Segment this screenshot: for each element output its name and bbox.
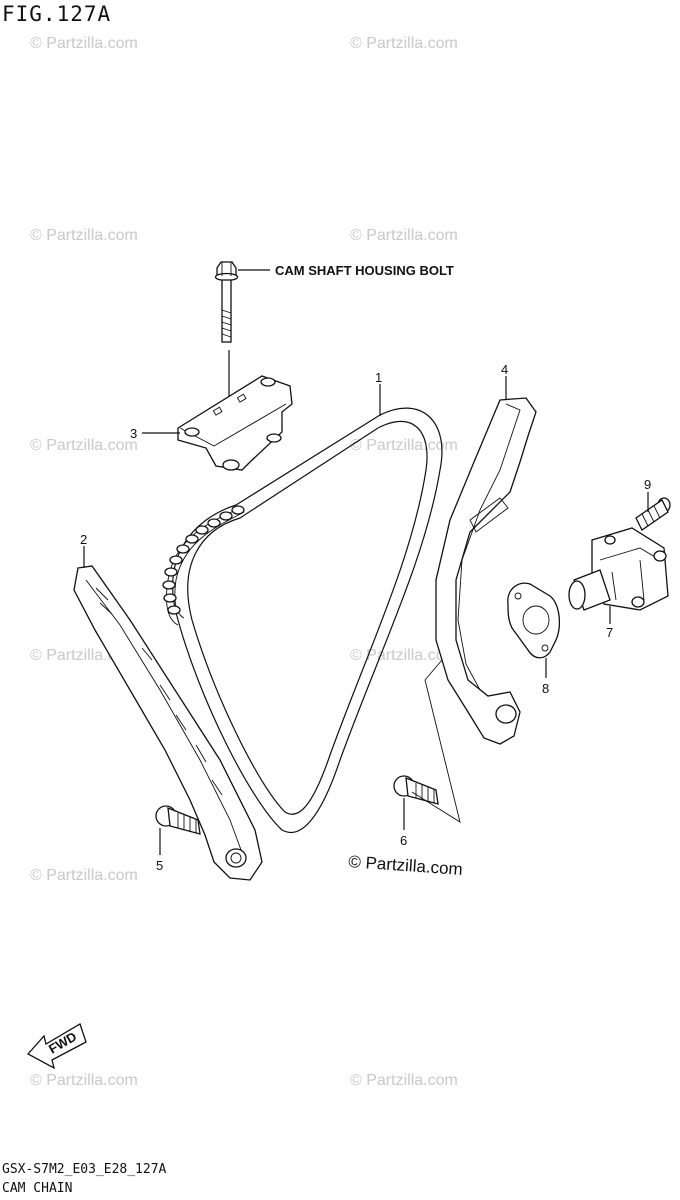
part-8-gasket[interactable]	[507, 582, 561, 659]
footer-figure-code: GSX-S7M2_E03_E28_127A	[2, 1162, 167, 1177]
part-numbers: 1 2 3 4 5 6 7 8 9	[80, 362, 651, 873]
part-4-chain-guide[interactable]	[435, 397, 537, 745]
watermark: © Partzilla.com	[350, 227, 458, 244]
part-number-1: 1	[375, 370, 382, 385]
part-number-9: 9	[644, 477, 651, 492]
part-9-adjuster-bolt[interactable]	[635, 497, 671, 531]
watermark: © Partzilla.com	[350, 437, 458, 454]
leader-lines	[83, 376, 649, 855]
watermark: © Partzilla.com	[350, 35, 458, 52]
watermark-layer: © Partzilla.com © Partzilla.com © Partzi…	[30, 35, 458, 1089]
watermark: © Partzilla.com	[350, 647, 458, 664]
reference-lines	[411, 659, 461, 823]
part-number-3: 3	[130, 426, 137, 441]
part-number-8: 8	[542, 681, 549, 696]
watermark: © Partzilla.com	[30, 437, 138, 454]
figure-title: FIG.127A	[2, 2, 112, 26]
part-number-5: 5	[156, 858, 163, 873]
watermark: © Partzilla.com	[30, 35, 138, 52]
bolt-callout-label: CAM SHAFT HOUSING BOLT	[275, 263, 454, 278]
part-6-guide-bolt[interactable]	[393, 775, 439, 805]
watermark: © Partzilla.com	[350, 1072, 458, 1089]
footer-figure-name: CAM CHAIN	[2, 1181, 73, 1196]
chain-links	[162, 505, 245, 615]
part-number-7: 7	[606, 625, 613, 640]
copyright-text: © Partzilla.com	[348, 852, 464, 879]
part-1-cam-chain[interactable]	[162, 407, 443, 834]
watermark: © Partzilla.com	[30, 227, 138, 244]
watermark: © Partzilla.com	[30, 1072, 138, 1089]
cam-shaft-housing-bolt[interactable]: CAM SHAFT HOUSING BOLT	[214, 261, 454, 468]
part-3-guide-bracket[interactable]	[177, 375, 293, 471]
part-2-tensioner-guide[interactable]	[73, 565, 263, 881]
fwd-arrow-icon: FWD	[26, 1023, 87, 1070]
part-number-2: 2	[80, 532, 87, 547]
watermark: © Partzilla.com	[30, 867, 138, 884]
part-5-guide-bolt[interactable]	[155, 805, 201, 835]
part-7-tensioner-adjuster[interactable]	[568, 527, 669, 611]
part-number-6: 6	[400, 833, 407, 848]
part-number-4: 4	[501, 362, 508, 377]
